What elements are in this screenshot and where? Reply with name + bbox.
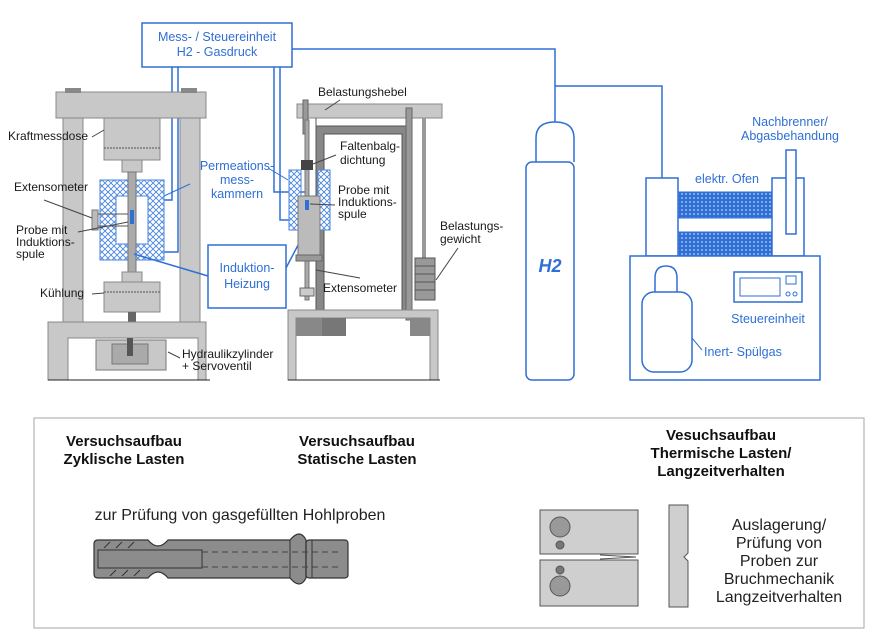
label-extensometer-cyclic: Extensometer [14,180,88,194]
title-thermal-3: Langzeitverhalten [657,463,785,480]
label-permeation-1: Permeations- [200,159,274,173]
label-purge-gas: Inert- Spülgas [704,345,782,359]
panel-titles: Versuchsaufbau Zyklische Lasten Versuchs… [64,427,793,480]
label-furnace: elektr. Ofen [695,172,759,186]
hollow-specimen-drawing [93,533,349,585]
cyclic-test-rig [47,88,210,381]
label-specimen-static-3: spule [338,207,367,221]
label-lever: Belastungshebel [318,85,407,99]
title-cyclic-2: Zyklische Lasten [64,451,185,468]
label-hydraulics-2: + Servoventil [182,359,252,373]
label-specimen-cyclic-2: Induktions- [16,235,75,249]
label-permeation-2: mess- [220,173,254,187]
label-induction-2: Heizung [224,277,270,291]
notched-bar-drawing [668,504,689,608]
static-rig-labels: Belastungshebel Faltenbalg- dichtung Pro… [309,85,503,295]
title-static-2: Statische Lasten [297,451,416,468]
fracture-caption-3: Proben zur [740,553,819,570]
h2-gas-bottle: H2 [525,121,575,381]
label-hydraulics-1: Hydraulikzylinder [182,347,273,361]
control-unit-line1: Mess- / Steuereinheit [158,30,277,44]
label-specimen-static-2: Induktions- [338,195,397,209]
label-specimen-cyclic-3: spule [16,247,45,261]
specimen-panel [33,417,865,629]
title-thermal-2: Thermische Lasten/ [651,445,793,462]
label-control-unit-thermal: Steuereinheit [731,312,805,326]
label-extensometer-static: Extensometer [323,281,397,295]
induction-heating-box: Induktion- Heizung [133,229,307,309]
label-load-cell: Kraftmessdose [8,129,88,143]
label-cooling: Kühlung [40,286,84,300]
label-bellows-2: dichtung [340,153,385,167]
label-permeation-3: kammern [211,187,263,201]
label-h2: H2 [538,256,561,276]
label-specimen-static-1: Probe mit [338,183,390,197]
control-unit-line2: H2 - Gasdruck [177,45,258,59]
thermal-test-rig [629,149,821,381]
cyclic-rig-labels: Kraftmessdose Extensometer Probe mit Ind… [8,129,273,373]
title-cyclic-1: Versuchsaufbau [66,433,182,450]
fracture-caption-4: Bruchmechanik [724,571,835,588]
label-specimen-cyclic-1: Probe mit [16,223,68,237]
static-test-rig [287,99,443,381]
label-afterburner-2: Abgasbehandung [741,129,839,143]
control-unit: Mess- / Steuereinheit H2 - Gasdruck [141,22,293,68]
fracture-caption-5: Langzeitverhalten [716,589,842,606]
title-thermal-1: Vesuchsaufbau [666,427,776,444]
hollow-specimen-caption: zur Prüfung von gasgefüllten Hohlproben [95,507,386,524]
permeation-chamber-label: Permeations- mess- kammern [163,159,289,201]
fracture-caption: Auslagerung/ Prüfung von Proben zur Bruc… [716,517,842,606]
title-static-1: Versuchsaufbau [299,433,415,450]
label-bellows-1: Faltenbalg- [340,139,400,153]
fracture-caption-1: Auslagerung/ [732,517,827,534]
label-induction-1: Induktion- [220,261,275,275]
label-afterburner-1: Nachbrenner/ [752,115,828,129]
thermal-rig-labels: Nachbrenner/ Abgasbehandung elektr. Ofen… [691,115,839,359]
gas-lines [134,48,666,258]
label-weight-1: Belastungs- [440,219,503,233]
label-weight-2: gewicht [440,232,481,246]
fracture-caption-2: Prüfung von [736,535,822,552]
ct-specimen-drawing [539,509,639,607]
